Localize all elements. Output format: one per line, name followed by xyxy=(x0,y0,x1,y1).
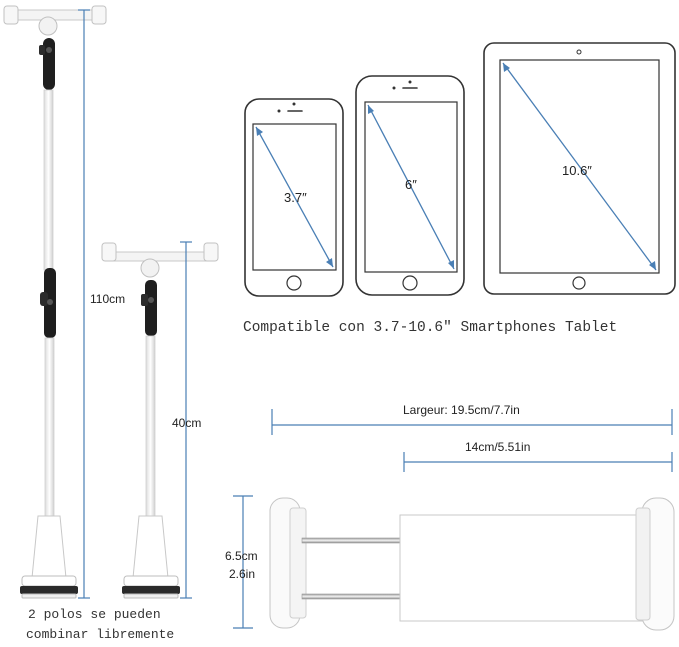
clamp-depth-in-label: 2.6in xyxy=(229,567,255,581)
short-stand-joint xyxy=(141,280,157,336)
tablet-diagonal xyxy=(502,62,657,271)
tall-height-label: 110cm xyxy=(90,292,125,306)
phone-small-outline xyxy=(244,98,344,297)
compatibility-caption: Compatible con 3.7-10.6" Smartphones Tab… xyxy=(243,320,617,336)
clamp-depth-dimension xyxy=(233,495,253,629)
phone-small-diagonal xyxy=(255,126,334,268)
phone-small-size-label: 3.7″ xyxy=(284,190,307,205)
tall-stand-upper-joint xyxy=(39,38,55,90)
short-height-label: 40cm xyxy=(172,416,201,430)
clamp-min-dimension xyxy=(403,452,673,472)
short-stand xyxy=(101,242,219,599)
tall-stand-rod-upper xyxy=(43,89,54,271)
tall-stand xyxy=(3,5,107,599)
tall-stand-base xyxy=(20,515,78,599)
short-stand-base xyxy=(122,515,180,599)
poles-note-line2: combinar libremente xyxy=(26,627,174,642)
clamp-depth-cm-label: 6.5cm xyxy=(225,549,258,563)
clamp-illustration xyxy=(269,497,675,631)
poles-note-line1: 2 polos se pueden xyxy=(28,607,161,622)
clamp-min-label: 14cm/5.51in xyxy=(465,440,530,454)
short-height-dimension xyxy=(180,241,192,599)
tall-stand-clamp xyxy=(3,5,107,36)
tablet-size-label: 10.6″ xyxy=(562,163,592,178)
phone-large-size-label: 6″ xyxy=(405,177,417,192)
phone-large-diagonal xyxy=(367,104,455,270)
tall-height-dimension xyxy=(78,9,90,599)
short-stand-rod xyxy=(145,335,156,517)
short-stand-clamp xyxy=(101,242,219,278)
tall-stand-rod-lower xyxy=(44,337,55,517)
clamp-width-label: Largeur: 19.5cm/7.7in xyxy=(403,403,520,417)
tall-stand-middle-joint xyxy=(40,268,56,338)
clamp-width-dimension xyxy=(271,409,673,435)
